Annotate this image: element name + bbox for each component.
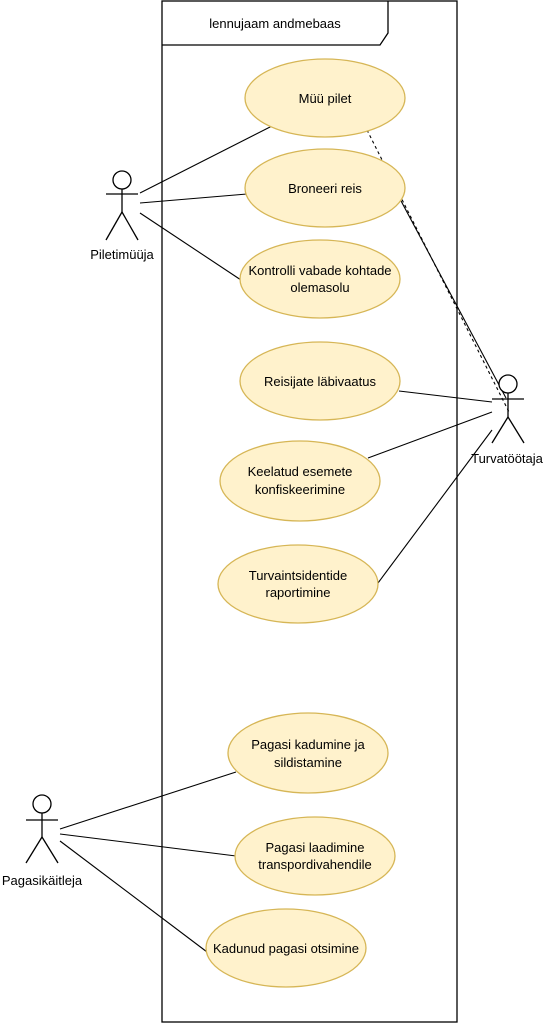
use-case-shape xyxy=(227,712,389,794)
assoc-security-incident xyxy=(377,429,493,584)
actor-ticket-seller[interactable] xyxy=(105,170,139,241)
use-case-shape xyxy=(239,239,401,319)
use-case-confiscation[interactable]: Keelatud esemete konfiskeerimine xyxy=(219,440,381,522)
use-case-shape xyxy=(244,148,406,228)
assoc-security-book-trip xyxy=(399,198,507,399)
use-case-label: Reisijate läbivaatus xyxy=(264,374,377,389)
actor-label-baggage-handler: Pagasikäitleja xyxy=(2,873,83,888)
use-case-baggage-tagging[interactable]: Pagasi kadumine ja sildistamine xyxy=(227,712,389,794)
actor-left-leg xyxy=(25,836,43,864)
assoc-handler-lost xyxy=(59,840,216,959)
actor-baggage-handler[interactable] xyxy=(25,794,59,864)
use-case-passenger-screening[interactable]: Reisijate läbivaatus xyxy=(239,341,401,421)
actor-right-leg xyxy=(41,836,59,864)
use-case-label: transpordivahendile xyxy=(258,857,371,872)
assoc-seller-check-seats xyxy=(139,212,245,283)
use-case-shape xyxy=(217,544,379,624)
use-case-shape xyxy=(219,440,381,522)
actor-left-leg xyxy=(105,211,123,241)
use-case-label: Keelatud esemete xyxy=(248,464,353,479)
use-case-label: sildistamine xyxy=(274,755,342,770)
associations xyxy=(59,125,510,959)
actor-head xyxy=(112,170,132,190)
use-case-label: Pagasi kadumine ja xyxy=(251,737,365,752)
system-boundary xyxy=(161,0,458,1023)
assoc-handler-loading xyxy=(59,833,237,857)
use-case-incident-report[interactable]: Turvaintsidentide raportimine xyxy=(217,544,379,624)
use-case-shape xyxy=(205,908,367,988)
assoc-handler-tagging xyxy=(59,771,237,830)
use-case-check-seats[interactable]: Kontrolli vabade kohtade olemasolu xyxy=(239,239,401,319)
use-case-shape xyxy=(244,58,406,138)
system-title-frame xyxy=(162,1,389,46)
actor-head xyxy=(32,794,52,814)
use-case-label: konfiskeerimine xyxy=(255,482,345,497)
use-case-book-trip[interactable]: Broneeri reis xyxy=(244,148,406,228)
use-case-shape xyxy=(234,816,396,896)
actor-left-leg xyxy=(491,416,509,444)
actor-right-leg xyxy=(121,211,139,241)
actor-head xyxy=(498,374,518,394)
actor-label-ticket-seller: Piletimüüja xyxy=(90,247,154,262)
use-case-label: Müü pilet xyxy=(299,91,352,106)
assoc-seller-book-trip xyxy=(139,193,248,204)
use-case-label: Kadunud pagasi otsimine xyxy=(213,941,359,956)
use-case-lost-baggage[interactable]: Kadunud pagasi otsimine xyxy=(205,908,367,988)
system-title: lennujaam andmebaas xyxy=(209,16,341,31)
use-case-baggage-loading[interactable]: Pagasi laadimine transpordivahendile xyxy=(234,816,396,896)
use-case-sell-ticket[interactable]: Müü pilet xyxy=(244,58,406,138)
assoc-security-confiscation xyxy=(367,411,493,459)
use-case-label: Broneeri reis xyxy=(288,181,362,196)
use-case-label: Kontrolli vabade kohtade xyxy=(248,263,391,278)
use-case-label: raportimine xyxy=(265,585,330,600)
assoc-security-screening xyxy=(398,390,493,403)
actor-label-security-officer: Turvatöötaja xyxy=(471,451,544,466)
use-case-label: olemasolu xyxy=(290,280,349,295)
actor-security-officer[interactable] xyxy=(491,374,525,444)
use-case-label: Pagasi laadimine xyxy=(265,840,364,855)
actor-right-leg xyxy=(507,416,525,444)
assoc-seller-sell-ticket xyxy=(139,125,273,194)
use-case-shape xyxy=(239,341,401,421)
use-case-label: Turvaintsidentide xyxy=(249,568,348,583)
